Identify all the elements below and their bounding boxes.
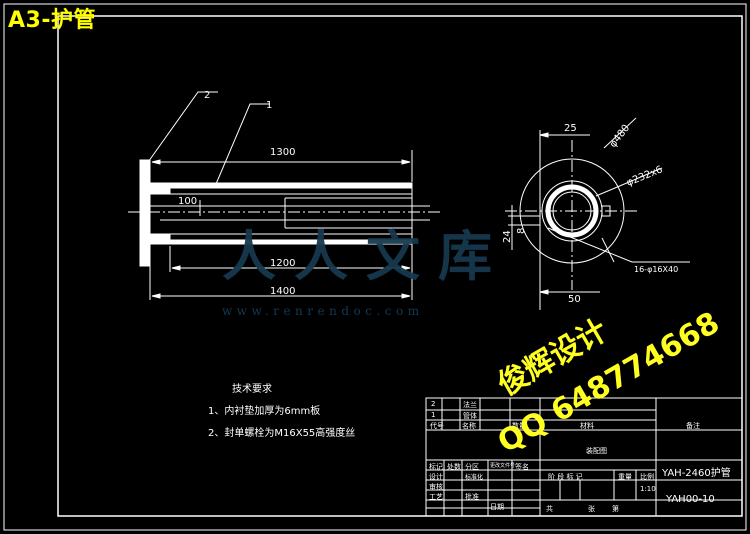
dim-holes: 16-φ16X40 <box>634 265 678 274</box>
inner-frame <box>57 15 743 517</box>
lbl-stage: 阶 段 标 记 <box>548 473 583 481</box>
lbl-review: 审核 <box>429 483 443 491</box>
header-qty: 数量 <box>512 422 526 430</box>
dim-25: 25 <box>564 123 577 134</box>
dim-1200: 1200 <box>270 258 295 269</box>
drawing-name: YAH-2460护管 <box>662 468 731 479</box>
lbl-mark: 标记 <box>429 463 443 471</box>
dim-100: 100 <box>178 196 197 207</box>
drawing-number: YAH00-10 <box>666 494 715 505</box>
dim-phi480: φ480 <box>608 123 632 150</box>
lbl-weight: 重量 <box>618 473 632 481</box>
lbl-date: 日期 <box>490 503 504 511</box>
row-1-name: 管体 <box>463 412 477 420</box>
row-1-no: 1 <box>431 411 436 419</box>
tech-req-heading: 技术要求 <box>232 384 272 395</box>
lbl-ratio: 比例 <box>640 473 654 481</box>
tech-req-item-2: 2、封单螺栓为M16X55高强度丝 <box>208 428 356 439</box>
dim-phi232: φ232x6 <box>625 164 664 188</box>
lbl-sheet: 张 <box>588 505 595 513</box>
front-view <box>128 91 440 300</box>
drawing-title: A3-护管 <box>8 8 96 33</box>
label-part-2: 2 <box>204 90 210 101</box>
header-note: 备注 <box>686 422 700 430</box>
dim-24: 24 <box>502 230 513 243</box>
drawing-type: 装配图 <box>586 447 607 455</box>
dim-1300: 1300 <box>270 147 295 158</box>
lbl-process: 工艺 <box>429 493 443 501</box>
dim-50: 50 <box>568 294 581 305</box>
outer-frame <box>3 3 747 531</box>
side-view <box>505 117 690 310</box>
title-block <box>425 397 743 517</box>
dim-1400: 1400 <box>270 286 295 297</box>
lbl-change: 更改文件号 <box>490 463 516 469</box>
label-part-1: 1 <box>266 100 272 111</box>
lbl-design: 设计 <box>429 473 443 481</box>
row-2-no: 2 <box>431 400 436 408</box>
lbl-total: 共 <box>546 505 553 513</box>
header-name: 名称 <box>462 422 476 430</box>
lbl-page: 第 <box>612 505 619 513</box>
watermark-logo: 人人文库 <box>222 224 510 288</box>
scale-value: 1:10 <box>640 485 656 493</box>
lbl-standard: 标准化 <box>465 474 484 481</box>
header-code: 代号 <box>430 422 444 430</box>
watermark-url: www.renrendoc.com <box>222 304 424 318</box>
lbl-count: 处数 <box>447 463 461 471</box>
header-material: 材料 <box>580 422 594 430</box>
lbl-partition: 分区 <box>465 463 479 471</box>
lbl-approve: 批准 <box>465 493 479 501</box>
row-2-name: 法兰 <box>463 401 477 409</box>
lbl-sign: 签名 <box>515 463 529 471</box>
tech-req-item-1: 1、内衬垫加厚为6mm板 <box>208 406 321 417</box>
dim-8: 8 <box>516 228 527 234</box>
